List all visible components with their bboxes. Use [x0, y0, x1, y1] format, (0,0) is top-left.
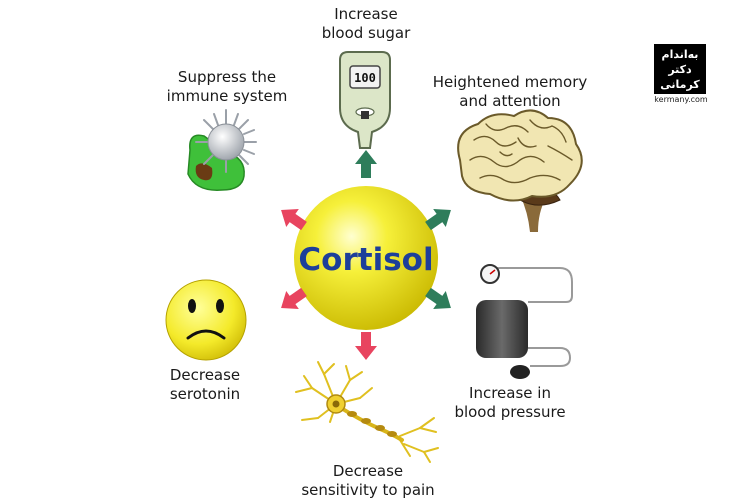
site-url: kermany.com: [654, 95, 708, 104]
glucometer-icon: 100: [339, 51, 391, 149]
arrow-down-pain: [355, 332, 377, 360]
cortisol-label: Cortisol: [298, 242, 433, 278]
label-increase-blood-sugar: Increase blood sugar: [321, 5, 411, 42]
arrow-up-blood-sugar: [355, 150, 377, 178]
arrow-to-serotonin: [281, 287, 307, 310]
label-decrease-pain-sensitivity: Decrease sensitivity to pain: [301, 462, 435, 499]
arrow-to-immune: [281, 208, 307, 231]
site-logo: به‌اندام دکتر کرمانی: [654, 44, 706, 94]
sad-face-icon: [165, 279, 247, 361]
label-suppress-immune: Suppress the immune system: [166, 68, 288, 105]
label-decrease-serotonin: Decrease serotonin: [169, 366, 241, 403]
label-heightened-memory: Heightened memory and attention: [432, 73, 588, 110]
label-increase-blood-pressure: Increase in blood pressure: [454, 384, 566, 421]
glucometer-reading: 100: [354, 71, 376, 85]
immune-cell-icon: [187, 109, 257, 191]
arrow-to-memory: [425, 208, 451, 231]
neuron-icon: [295, 361, 439, 463]
brain-icon: [457, 109, 583, 232]
cortisol-sphere: Cortisol: [294, 186, 438, 330]
blood-pressure-monitor-icon: [476, 264, 573, 379]
arrow-to-blood-pressure: [425, 287, 451, 310]
